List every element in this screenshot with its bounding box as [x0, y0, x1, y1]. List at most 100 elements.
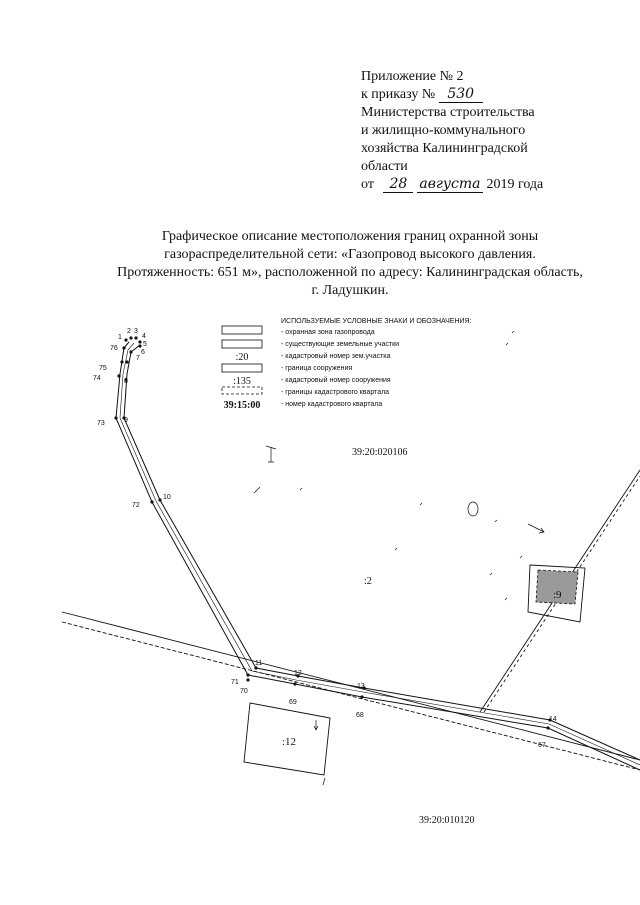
point-label-73: 73: [97, 420, 105, 427]
point-label-5: 5: [143, 341, 147, 348]
point-label-12: 12: [294, 670, 302, 677]
quarter-label-bottom: 39:20:010120: [419, 815, 475, 826]
ministry-line-4: области: [361, 159, 408, 174]
legend-structure-boundary-symbol: [221, 363, 263, 373]
date-month-handwritten: августа: [416, 177, 483, 193]
point-12: [296, 674, 300, 678]
tick-mark-3: [322, 777, 326, 786]
point-14: [548, 718, 552, 722]
point-72: [150, 500, 154, 504]
point-label-71: 71: [231, 679, 239, 686]
point-6: [129, 350, 133, 354]
parcel-9-outline: [527, 564, 586, 623]
point-3: [134, 336, 138, 340]
legend-item-structure-boundary: - граница сооружения: [281, 365, 352, 372]
point-68: [360, 695, 364, 699]
point-label-3: 3: [134, 328, 138, 335]
point-label-67: 67: [538, 742, 546, 749]
point-8: [124, 378, 128, 382]
legend-item-land-parcels: - существующие земельные участки: [281, 341, 399, 348]
point-label-69: 69: [289, 699, 297, 706]
terrain-dots: [299, 330, 523, 601]
point-label-6: 6: [141, 349, 145, 356]
point-73: [114, 416, 118, 420]
legend: ИСПОЛЬЗУЕМЫЕ УСЛОВНЫЕ ЗНАКИ И ОБОЗНАЧЕНИ…: [281, 318, 472, 408]
turning-points: [114, 336, 552, 730]
point-label-68: 68: [356, 712, 364, 719]
survey-marker-symbol: [265, 445, 277, 463]
land-parcel-boundaries: [61, 469, 640, 776]
legend-heading: ИСПОЛЬЗУЕМЫЕ УСЛОВНЫЕ ЗНАКИ И ОБОЗНАЧЕНИ…: [281, 318, 472, 325]
point-label-72: 72: [132, 502, 140, 509]
point-label-74: 74: [93, 375, 101, 382]
legend-land-parcel-symbol: [221, 339, 263, 349]
tick-mark-2: [313, 720, 319, 731]
point-label-1: 1: [118, 334, 122, 341]
point-10: [158, 498, 162, 502]
order-date: от 28 августа 2019 года: [361, 176, 544, 193]
point-label-2: 2: [127, 328, 131, 335]
map-symbols: [253, 330, 545, 786]
point-4: [138, 340, 142, 344]
point-76: [122, 346, 126, 350]
ministry-line-1: Министерства строительства: [361, 105, 535, 120]
point-label-4: 4: [142, 333, 146, 340]
parcel-label-2: :2: [364, 576, 372, 587]
order-number-handwritten: 530: [438, 87, 483, 103]
point-label-14: 14: [549, 716, 557, 723]
point-label-7: 7: [136, 355, 140, 362]
point-74: [117, 374, 121, 378]
legend-structure-number-symbol: :135: [233, 376, 251, 387]
legend-item-quarter-number: - номер кадастрового квартала: [281, 401, 382, 408]
legend-protection-zone-symbol: [221, 325, 263, 335]
legend-symbols: [221, 325, 263, 395]
legend-quarter-boundary-symbol: [221, 386, 263, 395]
order-header: Приложение № 2 к приказу № 530 Министерс…: [361, 68, 621, 194]
point-label-11: 11: [255, 660, 262, 667]
ministry-line-3: хозяйства Калининградской: [361, 141, 528, 156]
point-label-9: 9: [124, 417, 128, 424]
legend-item-protection-zone: - охранная зона газопровода: [281, 329, 375, 336]
point-11: [254, 666, 258, 670]
point-13: [362, 686, 366, 690]
point-71: [246, 678, 250, 682]
point-7: [125, 360, 129, 364]
legend-item-quarter-boundary: - границы кадастрового квартала: [281, 389, 389, 396]
quarter-boundary-east: [483, 475, 640, 713]
date-day-handwritten: 28: [383, 177, 414, 193]
parcel-label-12: :12: [282, 736, 296, 748]
point-labels: 1 2 3 4 5 6 7 8 9 10 11 12 13 14 67 68 6…: [93, 328, 557, 749]
point-9: [122, 416, 126, 420]
point-67: [546, 726, 550, 730]
order-reference: к приказу № 530: [361, 86, 621, 104]
legend-quarter-number-symbol: 39:15:00: [224, 400, 261, 411]
point-label-10: 10: [163, 494, 171, 501]
legend-item-parcel-number: - кадастровый номер зем.участка: [281, 352, 391, 360]
point-2: [129, 336, 133, 340]
legend-parcel-number-symbol: :20: [236, 352, 249, 363]
point-70: [246, 673, 250, 677]
parcel-12-boundary: [243, 702, 331, 776]
point-label-8: 8: [124, 378, 128, 385]
point-69: [293, 682, 297, 686]
zone-inner-line: [123, 344, 640, 761]
point-label-76: 76: [110, 345, 118, 352]
parcel-label-9: :9: [553, 589, 562, 601]
ministry-line-2: и жилищно-коммунального: [361, 123, 526, 138]
point-label-75: 75: [99, 365, 107, 372]
point-label-13: 13: [357, 683, 365, 690]
appendix-number: Приложение № 2: [361, 69, 464, 84]
tick-mark-1: [253, 486, 261, 494]
parcel-9-structure: [535, 569, 579, 605]
legend-item-structure-number: - кадастровый номер сооружения: [281, 376, 391, 384]
point-5: [138, 344, 142, 348]
document-title: Графическое описание местоположения гран…: [117, 229, 583, 298]
point-75: [120, 360, 124, 364]
quarter-label-top: 39:20:020106: [352, 447, 408, 458]
point-1: [124, 338, 128, 342]
road-boundary-dashed: [61, 621, 640, 771]
well-symbol: [467, 501, 479, 517]
point-label-70: 70: [240, 688, 248, 695]
direction-arrow-symbol: [527, 523, 545, 534]
